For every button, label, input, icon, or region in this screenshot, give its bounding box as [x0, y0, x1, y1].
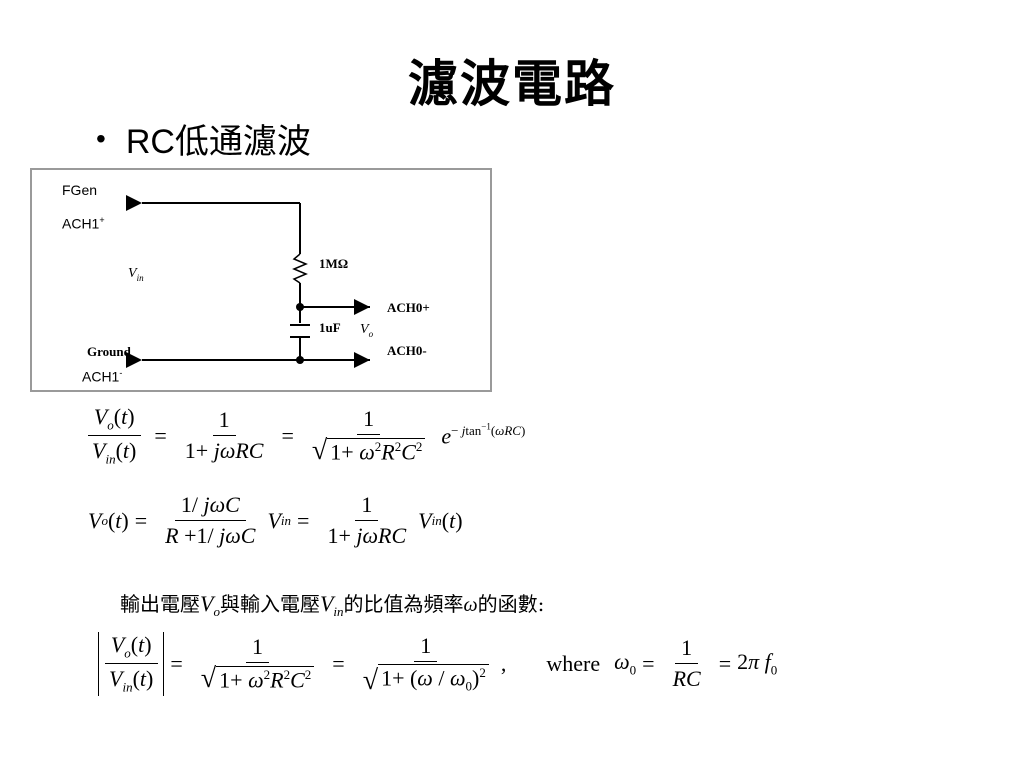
- slide-title: 濾波電路: [408, 54, 616, 113]
- ach0-minus-label: ACH0-: [387, 343, 427, 358]
- vo-label: Vo: [360, 322, 374, 339]
- bullet-text: RC低通濾波: [125, 123, 311, 161]
- bullet-item: • RC低通濾波: [96, 114, 311, 163]
- ground-label: Ground: [87, 344, 131, 359]
- ach1-minus-label: ACH1-: [82, 368, 123, 385]
- resistor-label: 1MΩ: [319, 256, 349, 271]
- vin-label: Vin: [128, 266, 144, 283]
- where-label: where: [546, 650, 601, 676]
- capacitor-label: 1uF: [319, 320, 341, 335]
- caption-text: 輸出電壓Vo與輸入電壓Vin的比值為頻率ω的函數:: [120, 591, 545, 619]
- resistor: [292, 253, 308, 284]
- fgen-label: FGen: [62, 182, 98, 198]
- magnitude-equation: Vo(t)Vin(t) = 1√1+ ω2R2C2 = 1√1+ (ω / ω0…: [98, 632, 777, 696]
- circuit-schematic: [126, 195, 370, 368]
- bullet-icon: •: [96, 122, 106, 154]
- ach1-plus-label: ACH1+: [62, 215, 105, 232]
- ach0-plus-label: ACH0+: [387, 300, 430, 315]
- circuit-diagram: FGen ACH1+ Vin 1MΩ 1uF Vo ACH0+ ACH0- Gr…: [30, 168, 492, 392]
